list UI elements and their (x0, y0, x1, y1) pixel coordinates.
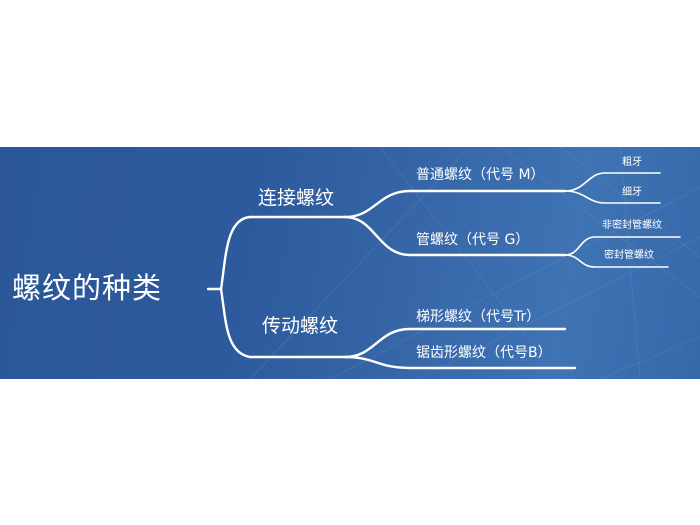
connect-fork-lower (343, 215, 567, 257)
transmit-fork-lower (343, 355, 577, 370)
branch-connect-label: 连接螺纹 (258, 187, 335, 209)
node-normal-thread: 普通螺纹（代号 M） (416, 167, 545, 183)
connect-fork-upper (343, 189, 567, 219)
node-buttress-thread: 锯齿形螺纹（代号B） (416, 345, 552, 361)
normal-fork-lower (564, 190, 661, 204)
leaf-non-sealing-pipe: 非密封管螺纹 (602, 220, 662, 231)
branch-transmit-label: 传动螺纹 (262, 315, 339, 337)
pipe-fork-lower (564, 254, 669, 268)
mindmap-connectors (206, 172, 681, 370)
background-grid-lines (249, 147, 700, 379)
leaf-sealing-pipe: 密封管螺纹 (604, 250, 654, 261)
mindmap-banner: 螺纹的种类 连接螺纹 传动螺纹 普通螺纹（代号 M） 管螺纹（代号 G） 梯形螺… (0, 147, 700, 379)
pipe-fork-upper (564, 236, 681, 256)
root-label: 螺纹的种类 (12, 271, 163, 305)
node-trapezoidal-thread: 梯形螺纹（代号Tr） (416, 309, 541, 325)
transmit-fork-upper (343, 327, 567, 359)
root-connector (219, 215, 252, 359)
normal-fork-upper (564, 172, 661, 192)
node-pipe-thread: 管螺纹（代号 G） (416, 232, 530, 248)
leaf-coarse: 粗牙 (622, 157, 642, 168)
leaf-fine: 细牙 (622, 187, 642, 198)
